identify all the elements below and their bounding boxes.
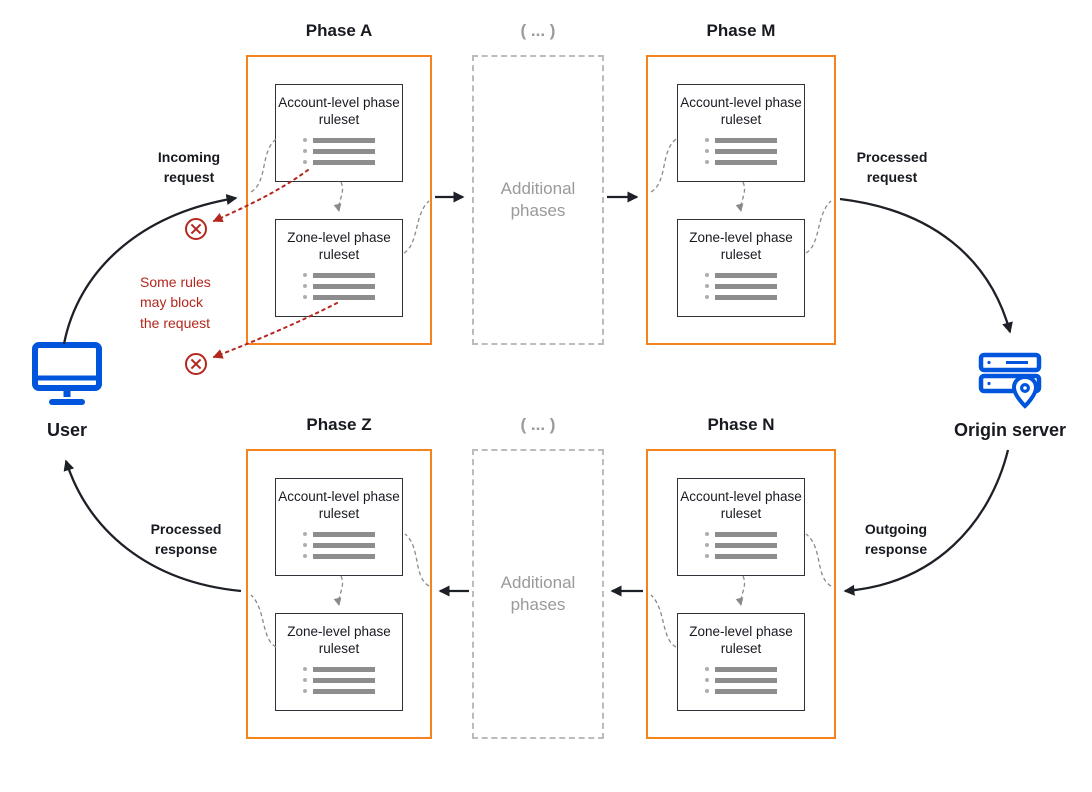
ruleset-lines-icon bbox=[678, 666, 804, 694]
phase-a-title: Phase A bbox=[305, 21, 373, 40]
phase-z-account-ruleset: Account-level phase ruleset bbox=[275, 478, 403, 576]
ruleset-label: Zone-level phase ruleset bbox=[689, 624, 793, 656]
additional-phases-top-title: ( ... ) bbox=[520, 21, 556, 40]
phase-a-box: Account-level phase ruleset Zone-level p… bbox=[246, 55, 432, 345]
ruleset-label: Account-level phase ruleset bbox=[278, 489, 400, 521]
processed-request-label: Processed request bbox=[856, 149, 928, 185]
incoming-request-label: Incoming request bbox=[157, 149, 221, 185]
arrow-processed-request bbox=[839, 197, 1013, 334]
ruleset-lines-icon bbox=[276, 272, 402, 300]
additional-phases-label: Additional phases bbox=[500, 178, 576, 220]
phase-m-box: Account-level phase ruleset Zone-level p… bbox=[646, 55, 836, 345]
ruleset-label: Account-level phase ruleset bbox=[680, 95, 802, 127]
phase-z-zone-ruleset: Zone-level phase ruleset bbox=[275, 613, 403, 711]
phase-a-account-ruleset: Account-level phase ruleset bbox=[275, 84, 403, 182]
ruleset-label: Account-level phase ruleset bbox=[278, 95, 400, 127]
phase-n-box: Account-level phase ruleset Zone-level p… bbox=[646, 449, 836, 739]
ruleset-lines-icon bbox=[276, 531, 402, 559]
outgoing-response-label: Outgoing response bbox=[864, 521, 928, 557]
additional-phases-label: Additional phases bbox=[500, 572, 576, 614]
processed-response-label: Processed response bbox=[150, 521, 222, 557]
phase-m-account-ruleset: Account-level phase ruleset bbox=[677, 84, 805, 182]
ruleset-label: Zone-level phase ruleset bbox=[689, 230, 793, 262]
ruleset-label: Account-level phase ruleset bbox=[680, 489, 802, 521]
user-monitor-icon bbox=[30, 340, 104, 413]
phase-m-zone-ruleset: Zone-level phase ruleset bbox=[677, 219, 805, 317]
blocked-request-icon bbox=[185, 353, 207, 375]
blocked-request-icon bbox=[185, 218, 207, 240]
additional-phases-bottom-box: Additional phases bbox=[472, 449, 604, 739]
ruleset-lines-icon bbox=[678, 272, 804, 300]
ruleset-lines-icon bbox=[276, 137, 402, 165]
additional-phases-top-box: Additional phases bbox=[472, 55, 604, 345]
ruleset-lines-icon bbox=[678, 531, 804, 559]
additional-phases-bottom-title: ( ... ) bbox=[520, 415, 556, 434]
ruleset-lines-icon bbox=[678, 137, 804, 165]
phase-z-box: Account-level phase ruleset Zone-level p… bbox=[246, 449, 432, 739]
block-note: Some rules may block the request bbox=[140, 274, 211, 331]
ruleset-lines-icon bbox=[276, 666, 402, 694]
origin-server-icon bbox=[978, 350, 1046, 417]
phase-n-zone-ruleset: Zone-level phase ruleset bbox=[677, 613, 805, 711]
origin-server-label: Origin server bbox=[953, 420, 1067, 440]
ruleset-label: Zone-level phase ruleset bbox=[287, 624, 391, 656]
phase-z-title: Phase Z bbox=[306, 415, 372, 434]
phase-a-zone-ruleset: Zone-level phase ruleset bbox=[275, 219, 403, 317]
ruleset-label: Zone-level phase ruleset bbox=[287, 230, 391, 262]
phase-m-title: Phase M bbox=[706, 21, 776, 40]
phase-n-title: Phase N bbox=[707, 415, 775, 434]
phase-n-account-ruleset: Account-level phase ruleset bbox=[677, 478, 805, 576]
user-label: User bbox=[46, 420, 88, 440]
